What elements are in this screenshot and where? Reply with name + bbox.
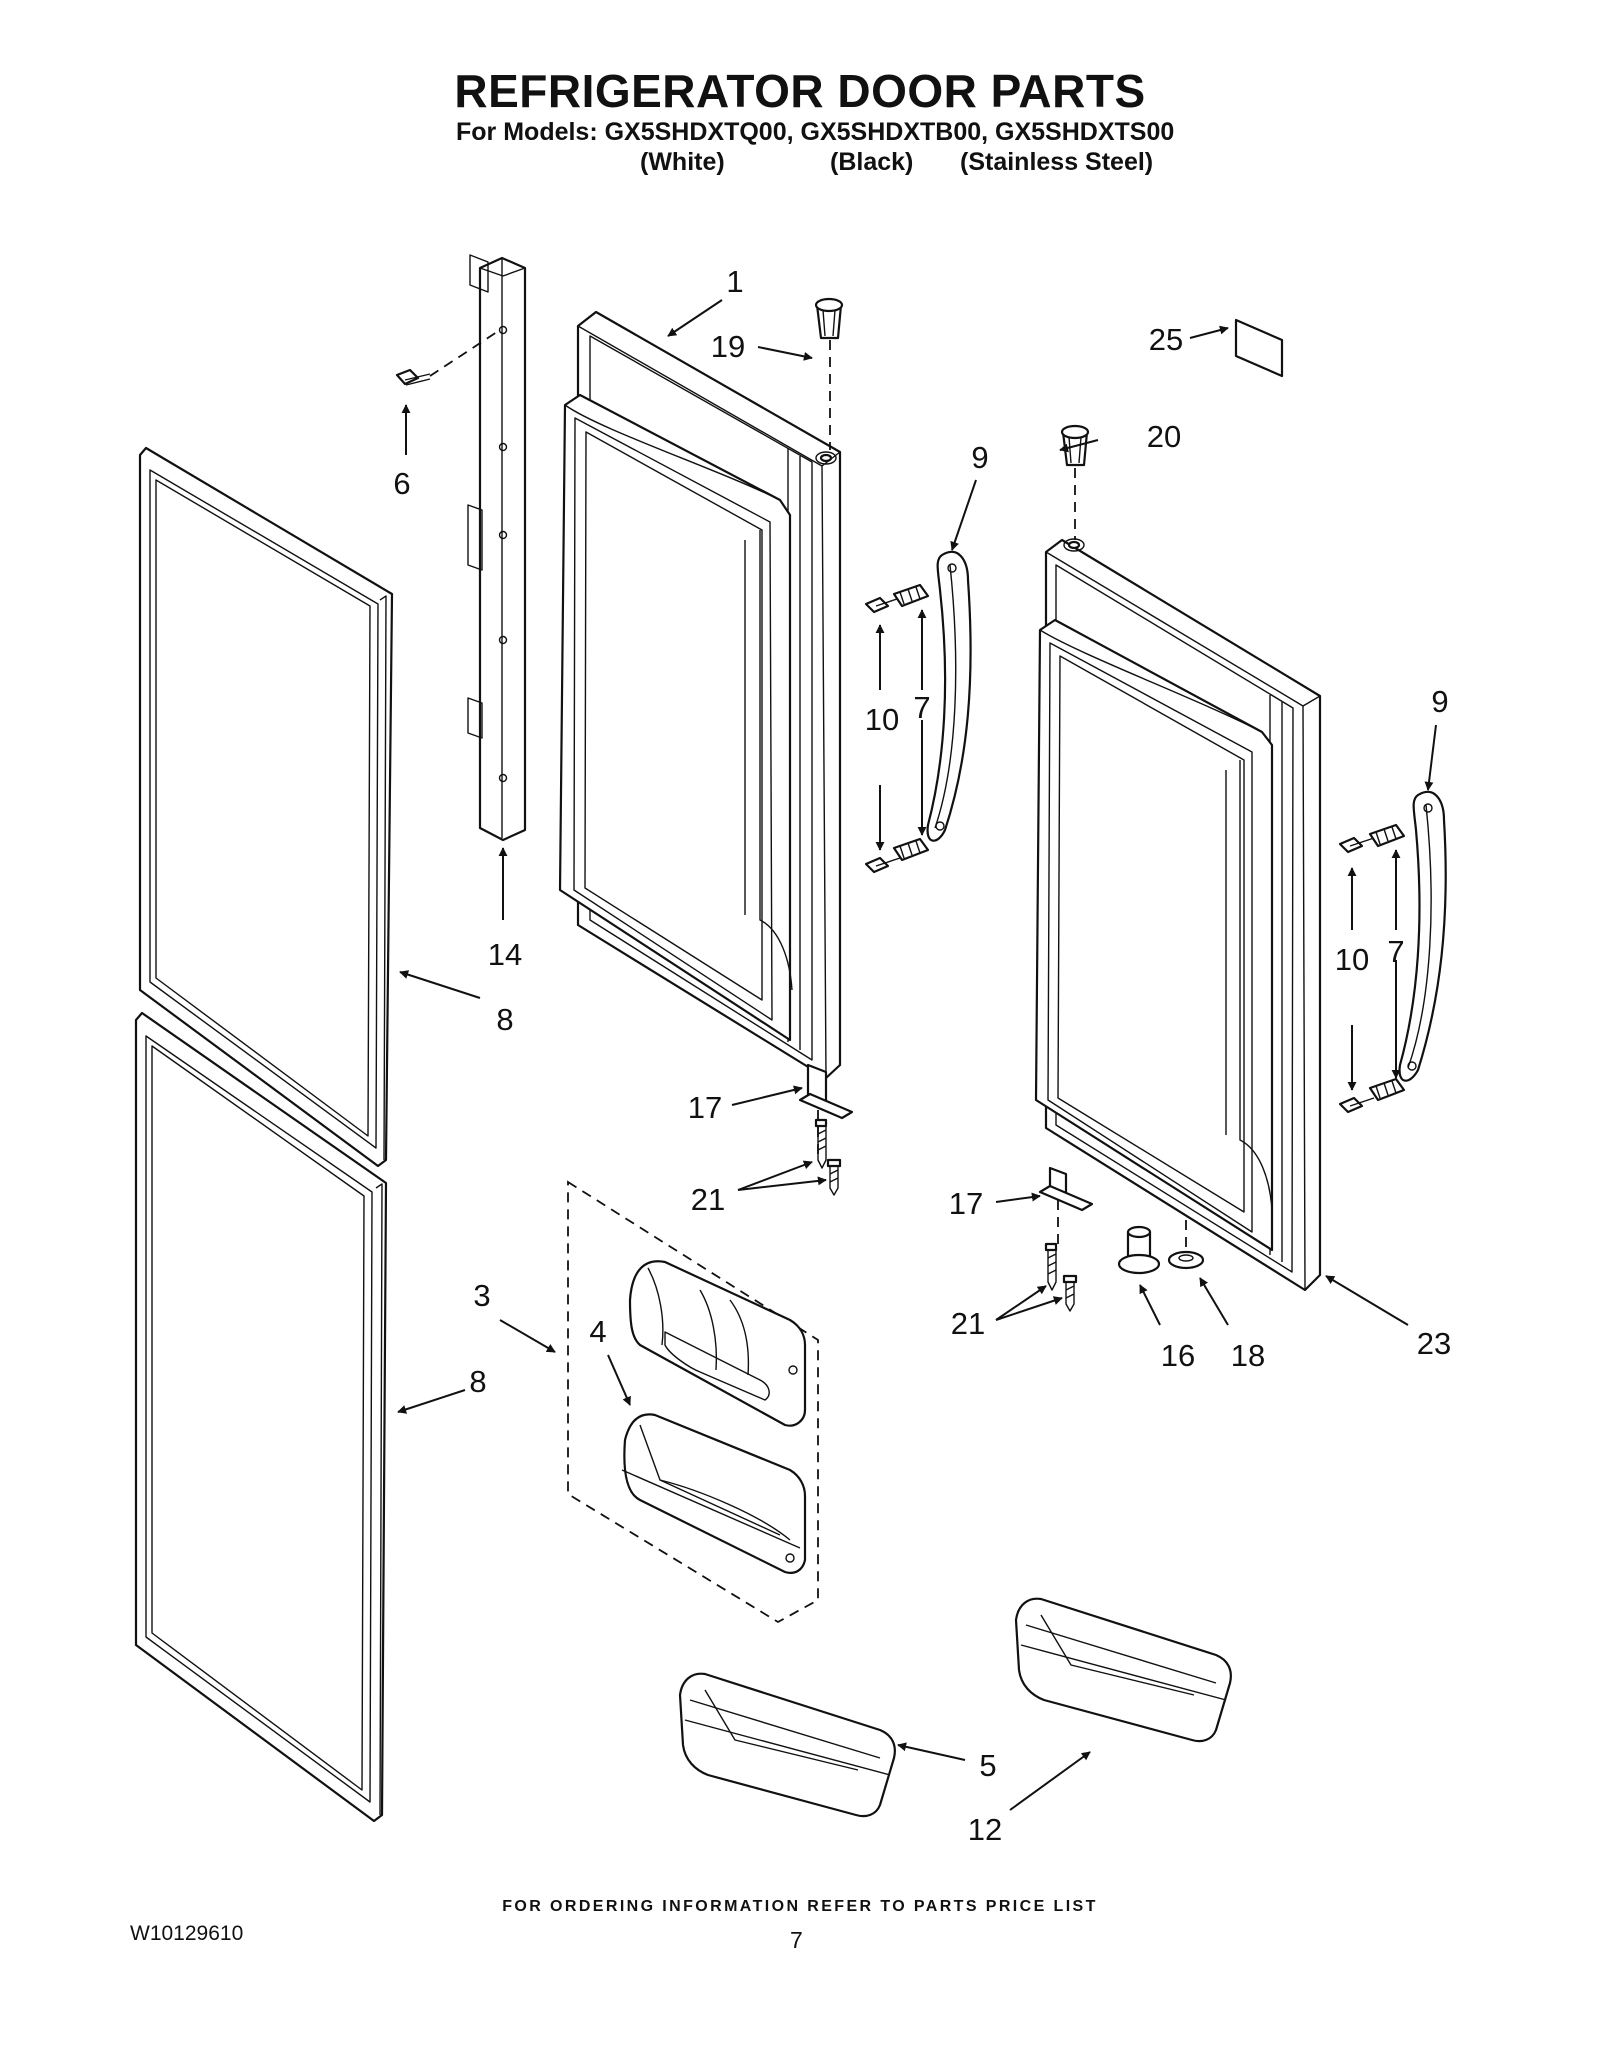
callout-6: 6 bbox=[393, 466, 410, 501]
door-handle-right bbox=[1398, 790, 1447, 1082]
hinge-screws-right bbox=[1044, 1242, 1078, 1312]
callout-10-left: 10 bbox=[865, 702, 899, 737]
callout-5: 5 bbox=[979, 1748, 996, 1783]
door-bin-12 bbox=[1014, 1597, 1232, 1743]
callout-21-left: 21 bbox=[691, 1182, 725, 1217]
callout-7-left: 7 bbox=[913, 690, 930, 725]
callout-18: 18 bbox=[1231, 1338, 1265, 1373]
hinge-strip bbox=[467, 254, 527, 842]
callout-17-right: 17 bbox=[949, 1186, 983, 1221]
handle-screws-left bbox=[864, 583, 930, 874]
page-title: REFRIGERATOR DOOR PARTS bbox=[454, 65, 1146, 117]
leader-lines bbox=[397, 299, 1437, 1811]
callout-3: 3 bbox=[473, 1278, 490, 1313]
hinge-cap-19 bbox=[814, 297, 844, 450]
callout-7-right: 7 bbox=[1387, 934, 1404, 969]
document-number: W10129610 bbox=[130, 1922, 244, 1945]
hinge-screw bbox=[395, 329, 501, 386]
callout-10-right: 10 bbox=[1335, 942, 1369, 977]
callout-12: 12 bbox=[968, 1812, 1002, 1847]
page-number: 7 bbox=[790, 1927, 803, 1953]
hinge-pin bbox=[1117, 1225, 1161, 1275]
ordering-note: FOR ORDERING INFORMATION REFER TO PARTS … bbox=[502, 1898, 1098, 1915]
variant-white: (White) bbox=[640, 148, 725, 176]
callout-1: 1 bbox=[726, 264, 743, 299]
callout-23: 23 bbox=[1417, 1326, 1451, 1361]
door-gasket-lower bbox=[134, 1011, 388, 1823]
callout-20: 20 bbox=[1147, 419, 1181, 454]
hinge-cap-20 bbox=[1060, 424, 1090, 540]
callout-25: 25 bbox=[1149, 322, 1183, 357]
callout-16: 16 bbox=[1161, 1338, 1195, 1373]
models-line: For Models: GX5SHDXTQ00, GX5SHDXTB00, GX… bbox=[456, 118, 1175, 146]
hinge-screws-left bbox=[814, 1118, 842, 1196]
callout-9-right: 9 bbox=[1431, 684, 1448, 719]
callout-17-left: 17 bbox=[688, 1090, 722, 1125]
refrigerator-door-right bbox=[1034, 538, 1322, 1292]
variant-black: (Black) bbox=[830, 148, 914, 176]
callout-19: 19 bbox=[711, 329, 745, 364]
door-handle-left bbox=[926, 550, 972, 842]
hinge-bracket-right bbox=[1038, 1166, 1094, 1250]
callout-8-lower: 8 bbox=[469, 1364, 486, 1399]
handle-screws-right bbox=[1338, 823, 1406, 1114]
callout-4: 4 bbox=[589, 1314, 606, 1349]
door-bin-5 bbox=[678, 1672, 896, 1818]
door-gasket-upper bbox=[138, 446, 394, 1168]
callout-9-left: 9 bbox=[971, 440, 988, 475]
label-card bbox=[1234, 318, 1284, 378]
callout-8-upper: 8 bbox=[496, 1002, 513, 1037]
callout-labels: 1 19 25 20 9 6 10 7 9 10 7 14 8 17 21 17… bbox=[393, 264, 1451, 1847]
dispenser-assembly bbox=[567, 1180, 819, 1624]
variant-stainless: (Stainless Steel) bbox=[960, 148, 1154, 176]
hinge-washer bbox=[1167, 1220, 1205, 1270]
callout-14: 14 bbox=[488, 937, 522, 972]
callout-21-right: 21 bbox=[951, 1306, 985, 1341]
freezer-door-left bbox=[558, 310, 842, 1080]
